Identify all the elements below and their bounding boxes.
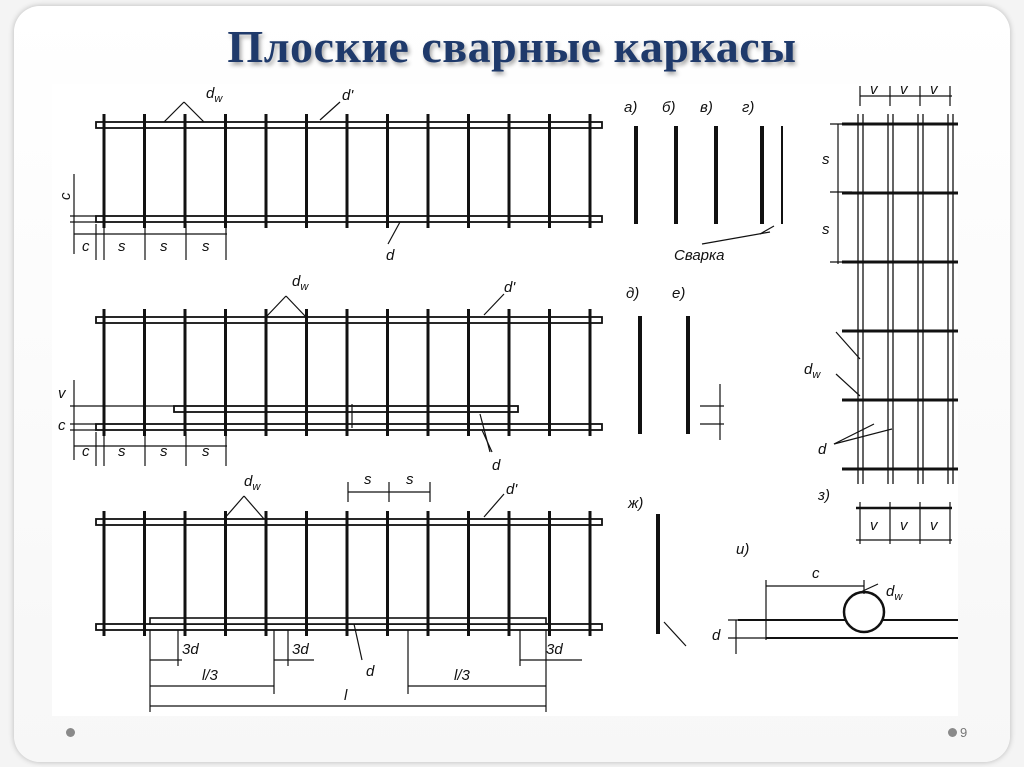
label-l3-a: l/3: [202, 667, 219, 684]
welded-frames-drawing: dw d' c c s s s d dw d' v c c s s s d dw…: [52, 84, 958, 716]
nav-dot-right: [948, 728, 957, 737]
variant-zh: [656, 514, 687, 647]
label-dprime-3: d': [506, 481, 518, 498]
label-dw-3: dw: [244, 473, 261, 493]
variant-z-label: з): [817, 487, 830, 504]
frame-2: [70, 293, 603, 466]
frame-3-transverse-bars: [102, 511, 592, 636]
label-s-1b: s: [160, 238, 168, 255]
label-dw-i: dw: [886, 583, 903, 603]
page-number: 9: [960, 725, 968, 740]
label-c-1v: c: [57, 192, 74, 200]
label-v-m1: v: [870, 84, 879, 98]
variants-d-e: [638, 316, 724, 440]
variant-d-label: д): [626, 285, 639, 302]
slide-title: Плоские сварные каркасы: [227, 21, 797, 72]
right-mesh: [830, 86, 958, 544]
label-welding: Сварка: [674, 247, 724, 264]
label-c-i: c: [812, 565, 820, 582]
label-c-2: c: [82, 443, 90, 460]
label-s-3a: s: [364, 471, 372, 488]
variant-i: [728, 580, 958, 654]
label-3d-c: 3d: [546, 641, 563, 658]
variant-g-label: г): [742, 99, 754, 116]
label-v-2: v: [58, 385, 67, 402]
label-dprime-2: d': [504, 279, 516, 296]
variant-a-label: а): [624, 99, 637, 116]
frame-3: [95, 482, 603, 712]
label-d-m: d: [818, 441, 827, 458]
label-v-z1: v: [870, 517, 879, 534]
label-c-2v: c: [58, 417, 66, 434]
variant-b-label: б): [662, 99, 675, 116]
label-d-2: d: [492, 457, 501, 474]
label-dw-2: dw: [292, 273, 309, 293]
drawing-svg: dw d' c c s s s d dw d' v c c s s s d dw…: [57, 84, 958, 712]
label-s-1c: s: [202, 238, 210, 255]
label-dprime-1: d': [342, 87, 354, 104]
frame-1-transverse-bars: [102, 114, 592, 228]
label-v-z2: v: [900, 517, 909, 534]
label-s-2c: s: [202, 443, 210, 460]
label-d-i: d: [712, 627, 721, 644]
mesh-longitudinal-bars: [857, 114, 954, 484]
label-d-1: d: [386, 247, 395, 264]
label-s-2b: s: [160, 443, 168, 460]
frame-2-transverse-bars: [102, 309, 592, 436]
label-v-z3: v: [930, 517, 939, 534]
label-s-2a: s: [118, 443, 126, 460]
label-dw-1: dw: [206, 85, 223, 105]
variant-zh-label: ж): [627, 495, 643, 512]
label-3d-a: 3d: [182, 641, 199, 658]
label-d-3: d: [366, 663, 375, 680]
label-3d-b: 3d: [292, 641, 309, 658]
label-l: l: [344, 687, 348, 704]
nav-dot-left: [66, 728, 75, 737]
label-l3-b: l/3: [454, 667, 471, 684]
label-c-1: c: [82, 238, 90, 255]
variant-e-label: е): [672, 285, 685, 302]
mesh-transverse-bars: [842, 122, 958, 471]
label-v-m3: v: [930, 84, 939, 98]
label-s-3b: s: [406, 471, 414, 488]
label-s-1a: s: [118, 238, 126, 255]
label-v-m2: v: [900, 84, 909, 98]
labels: dw d' c c s s s d dw d' v c c s s s d dw…: [57, 84, 939, 704]
label-dw-m: dw: [804, 361, 821, 381]
variant-v-label: в): [700, 99, 713, 116]
label-s-m1: s: [822, 151, 830, 168]
variant-i-label: и): [736, 541, 749, 558]
variants-a-g: [634, 126, 783, 245]
label-s-m2: s: [822, 221, 830, 238]
frame-1: [70, 101, 603, 260]
